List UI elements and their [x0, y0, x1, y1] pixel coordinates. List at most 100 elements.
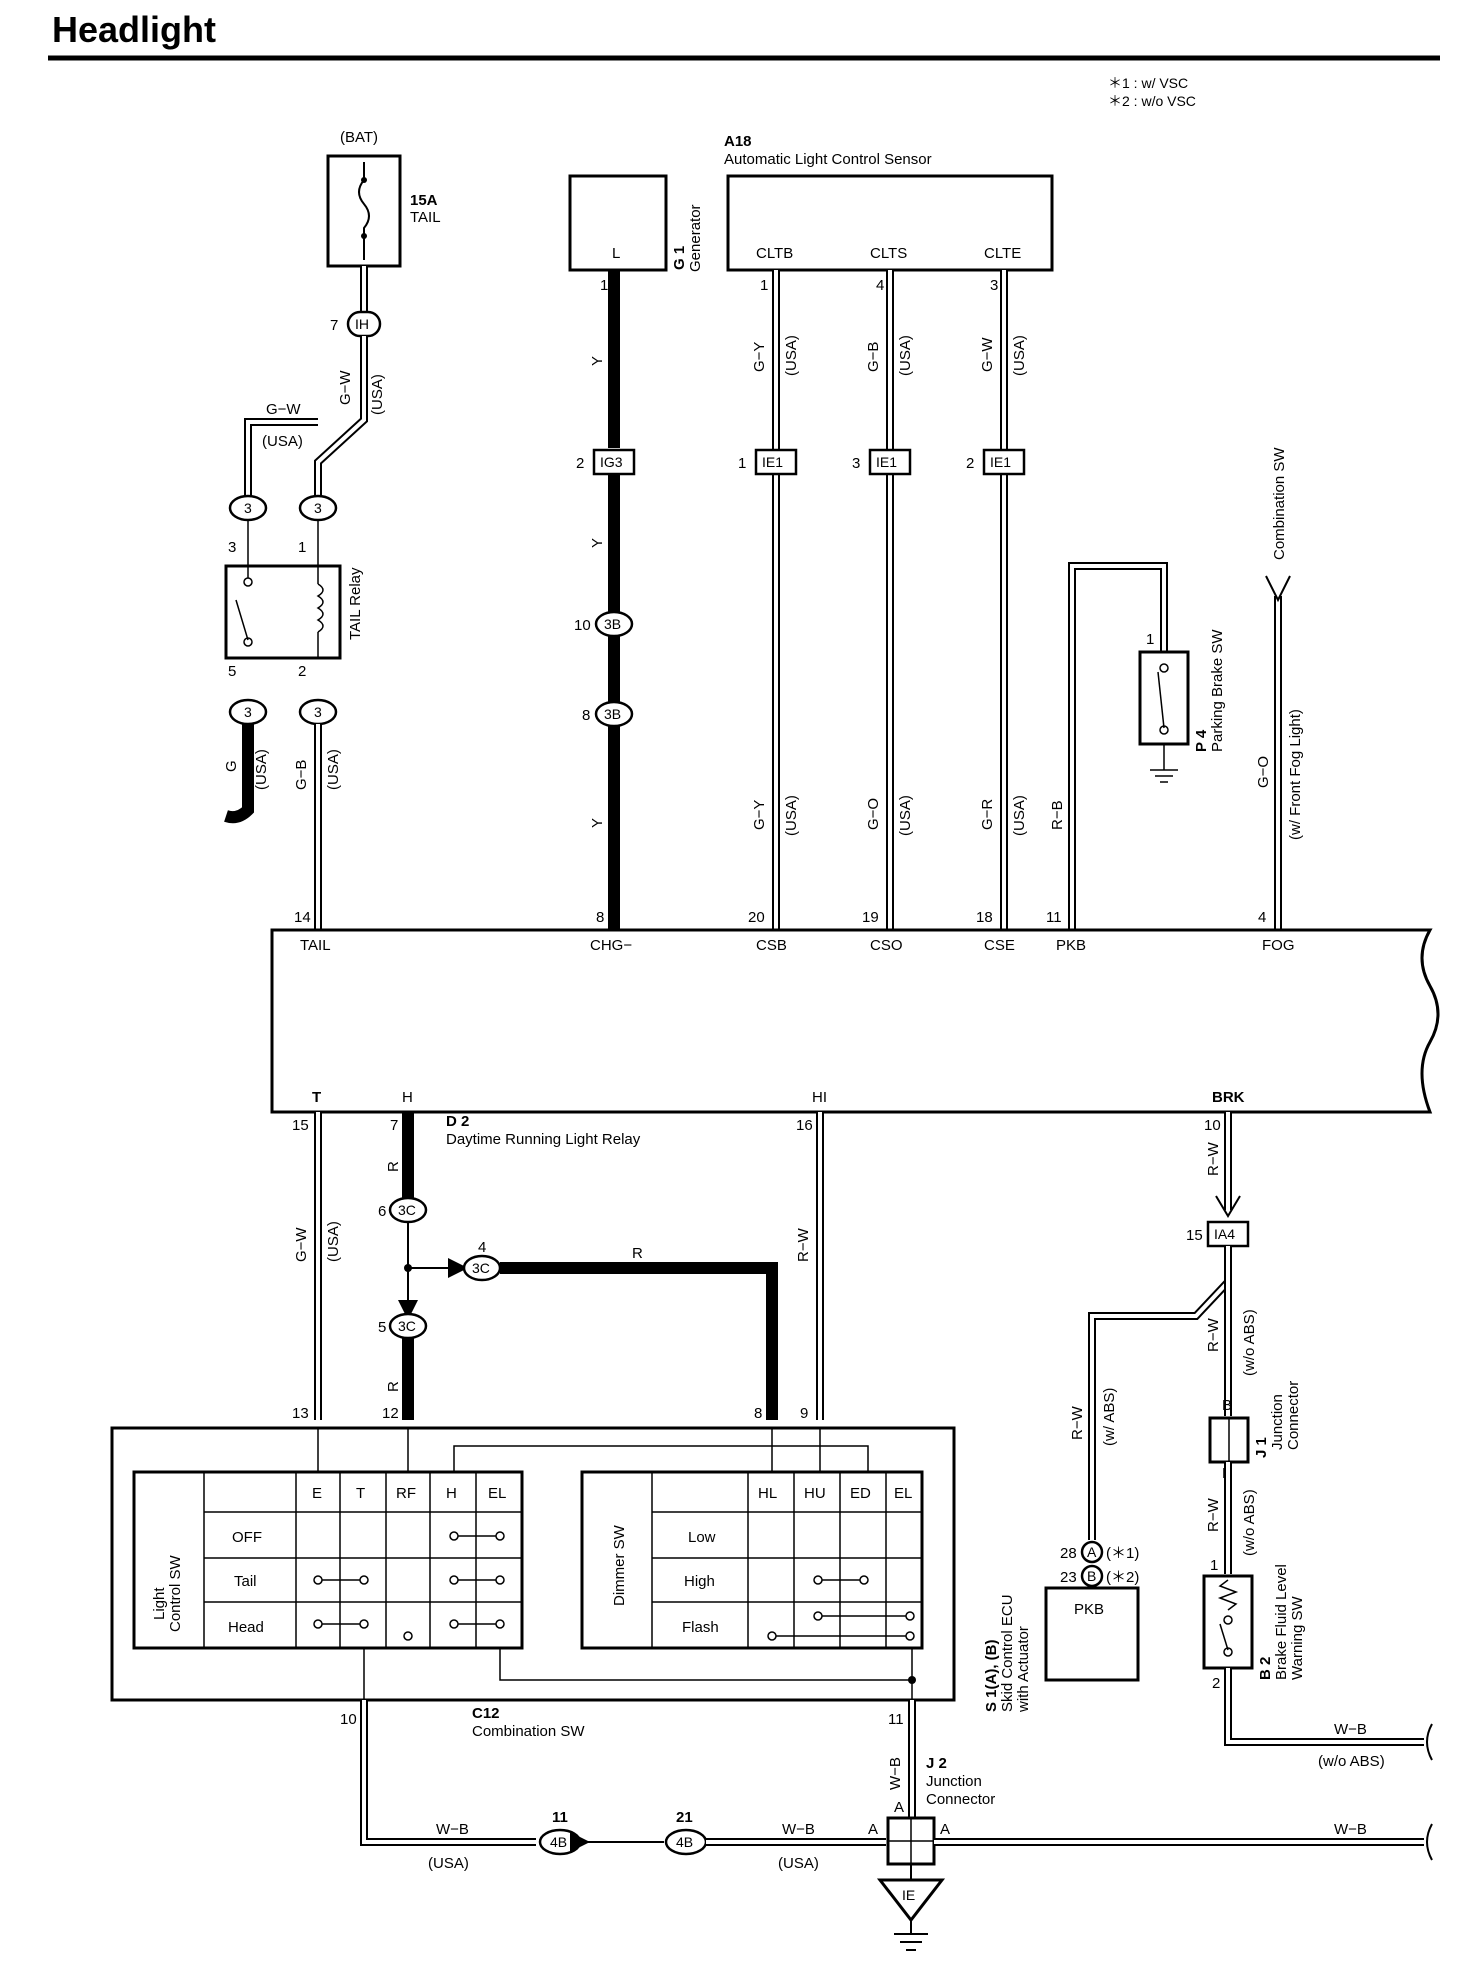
connector-3c-b-label: 3C [472, 1260, 490, 1276]
pin-ie1-1: 1 [738, 455, 746, 472]
connector-ia4-label: IA4 [1214, 1226, 1235, 1242]
a18-terminal-clts: CLTS [870, 245, 907, 262]
wire-label-g: G [223, 760, 240, 772]
terminal-tail: TAIL [300, 937, 331, 954]
pin-a18-4: 4 [876, 277, 884, 294]
wire-label-go-2: G−O [1255, 756, 1272, 788]
a18-sensor-box [726, 174, 1054, 272]
pin-h-7: 7 [390, 1117, 398, 1134]
pin-ig3-2: 2 [576, 455, 584, 472]
dimmer-sw-table: Dimmer SW HL HU ED EL Low High Flash [580, 1470, 924, 1650]
wire-label-gr: G−R [979, 799, 996, 830]
j2-name-2: Connector [926, 1791, 995, 1808]
wire-label-wb-4: W−B [887, 1757, 904, 1790]
c12-name: Combination SW [472, 1723, 585, 1740]
connector-ie1-b [868, 448, 912, 476]
j2-pin-a-top: A [894, 1799, 904, 1816]
fuse-name: TAIL [410, 209, 441, 226]
wire-label-wb-5: W−B [1334, 1821, 1367, 1838]
wire-label-y-2: Y [589, 538, 606, 548]
pin-csb-20: 20 [748, 909, 765, 926]
skid-control-ecu [1044, 1586, 1140, 1682]
j1-name-1: Junction [1269, 1394, 1286, 1450]
qual-abs: (w/ ABS) [1101, 1388, 1118, 1446]
pin-s1-23: 23 [1060, 1569, 1077, 1586]
j2-name-1: Junction [926, 1773, 982, 1790]
wire-label-gy-1: G−Y [751, 342, 768, 372]
page-title: Headlight [52, 9, 216, 50]
connector-ie1-b-label: IE1 [876, 454, 897, 470]
pin-ie1-3: 3 [852, 455, 860, 472]
pin-3c-6: 6 [378, 1203, 386, 1220]
s1-name-2: with Actuator [1015, 1626, 1032, 1713]
pin-ie1-2: 2 [966, 455, 974, 472]
qual-usa-11: (USA) [325, 1221, 342, 1262]
fuse-amp: 15A [410, 192, 438, 209]
tail-relay-label: TAIL Relay [347, 567, 364, 640]
wire-label-gw-3: G−W [979, 337, 996, 372]
terminal-t: T [312, 1089, 321, 1106]
fog-combination-sw: Combination SW [1271, 447, 1288, 560]
pin-a18-1: 1 [760, 277, 768, 294]
pin-cso-19: 19 [862, 909, 879, 926]
b2-name-1: Brake Fluid Level [1273, 1564, 1290, 1680]
connector-3-b-label: 3 [314, 500, 322, 516]
a18-terminal-cltb: CLTB [756, 245, 793, 262]
dm-col-hu: HU [804, 1485, 826, 1502]
pin-hi-16: 16 [796, 1117, 813, 1134]
lc-row-off: OFF [232, 1529, 262, 1546]
qual-usa-9: (USA) [897, 795, 914, 836]
s1-id: S 1(A), (B) [983, 1640, 1000, 1713]
qual-vsc1: (＊1) [1106, 1545, 1139, 1562]
wire-label-r-2: R [632, 1245, 643, 1262]
wire-label-gb: G−B [293, 760, 310, 790]
pin-3c-5: 5 [378, 1319, 386, 1336]
terminal-fog: FOG [1262, 937, 1295, 954]
pin-c12-11: 11 [888, 1711, 904, 1728]
generator-id: G 1 [671, 246, 688, 270]
tail-relay [224, 564, 342, 660]
terminal-h: H [402, 1089, 413, 1106]
fuse-element [358, 162, 370, 260]
qual-noabs-1: (w/o ABS) [1241, 1309, 1258, 1376]
a18-wires [772, 270, 1008, 930]
brake-fluid-level-sw [1202, 1574, 1254, 1670]
dm-col-ed: ED [850, 1485, 871, 1502]
dm-row-low: Low [688, 1529, 716, 1546]
lc-col-el: EL [488, 1485, 506, 1502]
pin-p4-1: 1 [1146, 631, 1154, 648]
dm-row-flash: Flash [682, 1619, 719, 1636]
pin-c12-10: 10 [340, 1711, 357, 1728]
qual-usa-7: (USA) [1011, 335, 1028, 376]
terminal-pkb: PKB [1056, 937, 1086, 954]
c12-id: C12 [472, 1705, 500, 1722]
connector-3-a-label: 3 [244, 500, 252, 516]
d2-id: D 2 [446, 1113, 469, 1130]
generator-terminal-l: L [612, 245, 620, 262]
pin-b2-2: 2 [1212, 1675, 1220, 1692]
j1-id: J 1 [1253, 1437, 1270, 1458]
dm-col-el: EL [894, 1485, 912, 1502]
pin-a18-3: 3 [990, 277, 998, 294]
connector-3b-a-label: 3B [604, 616, 621, 632]
a18-name: Automatic Light Control Sensor [724, 151, 932, 168]
s1-name-1: Skid Control ECU [999, 1594, 1016, 1712]
c12-internal-lines [317, 1428, 913, 1681]
j2-id: J 2 [926, 1755, 947, 1772]
wire-label-rw-4: R−W [1069, 1405, 1086, 1440]
qual-usa-3: (USA) [253, 749, 270, 790]
connector-ie1-c [982, 448, 1026, 476]
pin-cse-18: 18 [976, 909, 993, 926]
p4-name: Parking Brake SW [1209, 629, 1226, 752]
pin-4b-11: 11 [552, 1809, 568, 1826]
j2-pin-a-right: A [940, 1821, 950, 1838]
qual-noabs-2: (w/o ABS) [1241, 1489, 1258, 1556]
qual-usa-1: (USA) [369, 374, 386, 415]
wire-label-gw-1: G−W [337, 370, 354, 405]
wire-label-rw-5: R−W [1205, 1497, 1222, 1532]
connector-ih-label: IH [355, 316, 369, 332]
light-control-sw-table: Light Control SW E T RF H EL OFF Tail He… [132, 1470, 524, 1650]
lc-col-t: T [356, 1485, 365, 1502]
dimmer-sw-label: Dimmer SW [611, 1524, 628, 1606]
pin-relay-1: 1 [298, 539, 306, 556]
